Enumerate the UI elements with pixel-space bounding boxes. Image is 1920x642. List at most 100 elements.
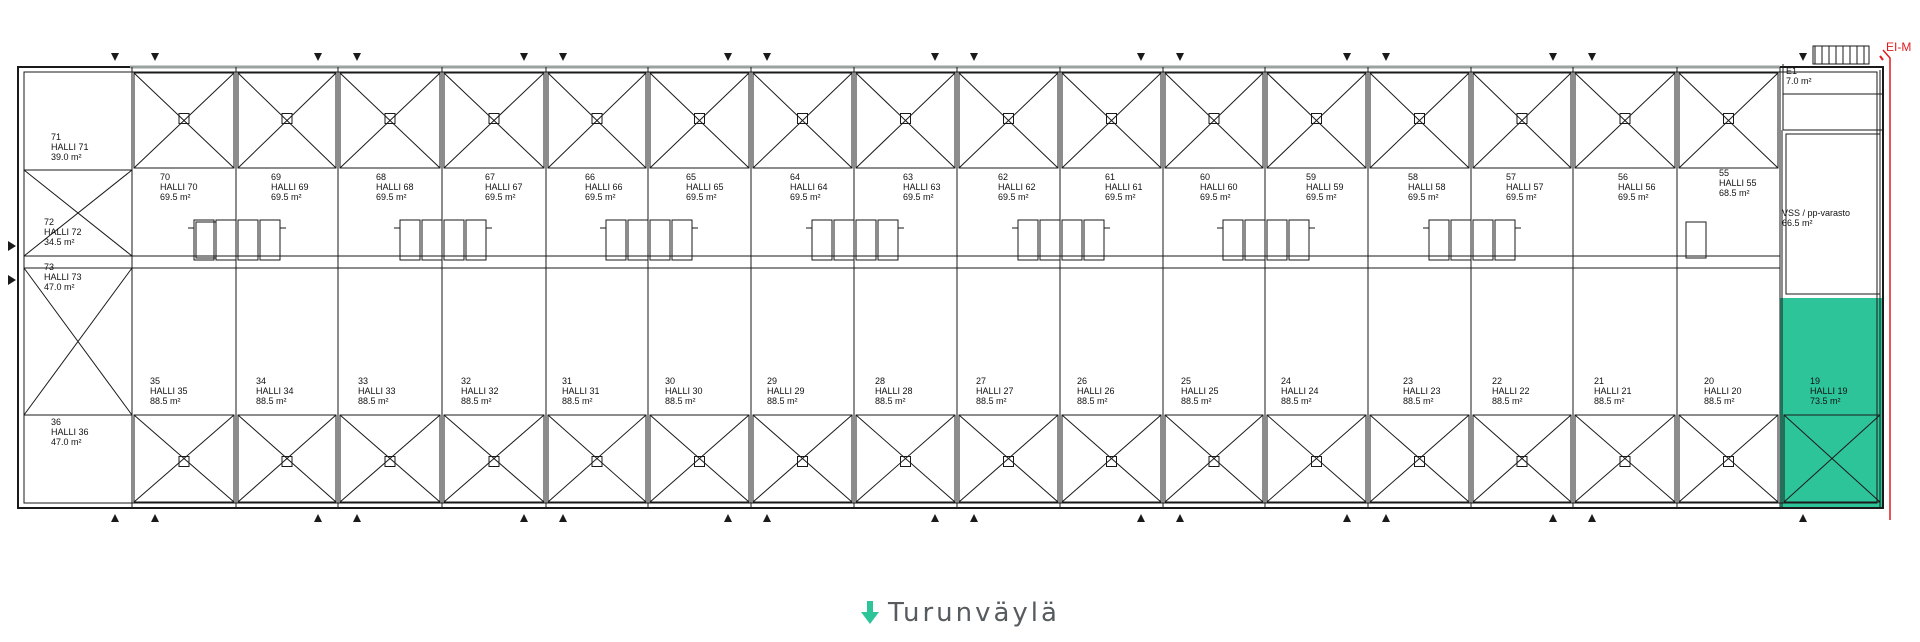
wc-core (1267, 220, 1287, 260)
wc-core (672, 220, 692, 260)
dock-bay-bottom (1370, 415, 1469, 502)
door-marker-top (353, 53, 361, 61)
dock-bay-bottom (1679, 415, 1778, 502)
dock-bay-bottom (1062, 415, 1161, 502)
wc-core (650, 220, 670, 260)
floor-drain (385, 457, 395, 467)
dock-bay-cross (1473, 73, 1571, 168)
wc-core (1451, 220, 1471, 260)
dock-bay-bottom (238, 415, 336, 502)
wc-core (1223, 220, 1243, 260)
door-marker-top (1549, 53, 1557, 61)
dock-bay-bottom (340, 415, 440, 502)
door-marker-top (724, 53, 732, 61)
wc-core (1686, 222, 1706, 258)
wc-core (444, 220, 464, 260)
floor-drain (1004, 114, 1014, 124)
wc-core (1289, 220, 1309, 260)
dock-bay-cross (1165, 415, 1263, 502)
dock-bay-bottom (1784, 415, 1880, 502)
dock-bay-cross (134, 415, 234, 502)
floor-drain (489, 114, 499, 124)
dock-bay-top (753, 73, 852, 168)
dock-bay-bottom (444, 415, 544, 502)
floor-drain (1004, 457, 1014, 467)
door-marker-bottom (724, 514, 732, 522)
door-marker-bottom (1588, 514, 1596, 522)
dock-bay-top (650, 73, 749, 168)
floor-drain (1209, 457, 1219, 467)
wc-core (216, 220, 236, 260)
dock-bay-cross (134, 73, 234, 168)
dock-bay-bottom (1267, 415, 1366, 502)
floor-drain (1415, 114, 1425, 124)
dock-bay-cross (959, 73, 1058, 168)
dock-bay-cross (340, 415, 440, 502)
wc-core (466, 220, 486, 260)
entry-arrow (8, 241, 16, 251)
wc-core (194, 220, 214, 260)
dock-bay-cross (444, 73, 544, 168)
building-outline-outer (18, 67, 1883, 508)
door-marker-bottom (1176, 514, 1184, 522)
emergency-label: EI-M (1886, 40, 1911, 54)
wc-core (260, 220, 280, 260)
door-marker-top (1588, 53, 1596, 61)
dock-bay-top (1370, 73, 1469, 168)
door-marker-bottom (151, 514, 159, 522)
wc-core (812, 220, 832, 260)
wc-core (1245, 220, 1265, 260)
vss-storage (1786, 134, 1880, 294)
dock-bay-cross (548, 415, 646, 502)
dock-bay-cross (650, 73, 749, 168)
door-marker-bottom (1799, 514, 1807, 522)
door-marker-bottom (559, 514, 567, 522)
dock-bay-cross (856, 73, 955, 168)
dock-bay-bottom (1473, 415, 1571, 502)
dock-bay-cross (1784, 415, 1880, 502)
dock-bay-top (548, 73, 646, 168)
wc-core (1018, 220, 1038, 260)
dock-bay-top (1575, 73, 1675, 168)
floor-drain (1312, 457, 1322, 467)
wc-core (856, 220, 876, 260)
door-marker-bottom (1137, 514, 1145, 522)
door-marker-top (111, 53, 119, 61)
door-marker-top (151, 53, 159, 61)
emergency-route (1883, 50, 1890, 520)
door-marker-bottom (970, 514, 978, 522)
door-marker-bottom (520, 514, 528, 522)
side-bay-cross (24, 170, 132, 256)
floor-drain (901, 114, 911, 124)
floor-drain (1107, 457, 1117, 467)
dock-bay-top (1165, 73, 1263, 168)
floor-drain (179, 114, 189, 124)
door-marker-top (1137, 53, 1145, 61)
side-bay-cross (24, 268, 132, 415)
door-marker-bottom (314, 514, 322, 522)
arrow-down-icon (861, 601, 880, 624)
floor-drain (282, 114, 292, 124)
floor-drain (1620, 114, 1630, 124)
dock-bay-top (856, 73, 955, 168)
dock-bay-cross (959, 415, 1058, 502)
floor-drain (798, 114, 808, 124)
wc-core (1495, 220, 1515, 260)
emergency-exit-line (1880, 56, 1883, 60)
door-marker-top (931, 53, 939, 61)
wc-core (1473, 220, 1493, 260)
